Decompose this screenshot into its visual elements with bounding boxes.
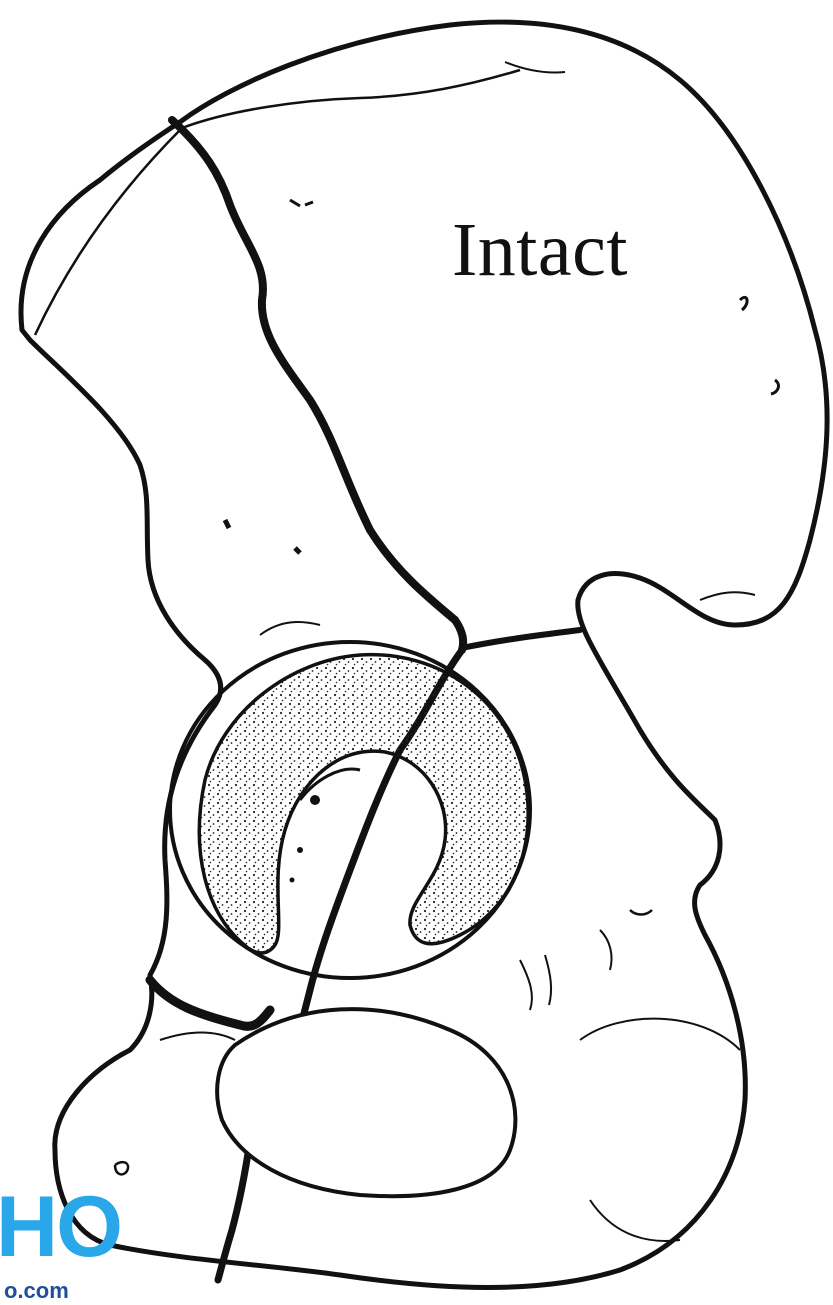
- watermark-letters: HO: [0, 1184, 121, 1270]
- fracture-line-posterior: [150, 980, 270, 1026]
- fracture-line-inferior: [218, 1140, 250, 1280]
- watermark-logo: HO o.com: [0, 1190, 140, 1305]
- fracture-line-upper: [172, 120, 463, 650]
- iliac-crest-line: [35, 70, 520, 335]
- fracture-line-branch: [462, 630, 580, 648]
- lunate-surface: [199, 655, 528, 953]
- obturator-foramen: [217, 1009, 515, 1196]
- watermark-domain: o.com: [4, 1280, 69, 1302]
- intact-label: Intact: [452, 212, 628, 288]
